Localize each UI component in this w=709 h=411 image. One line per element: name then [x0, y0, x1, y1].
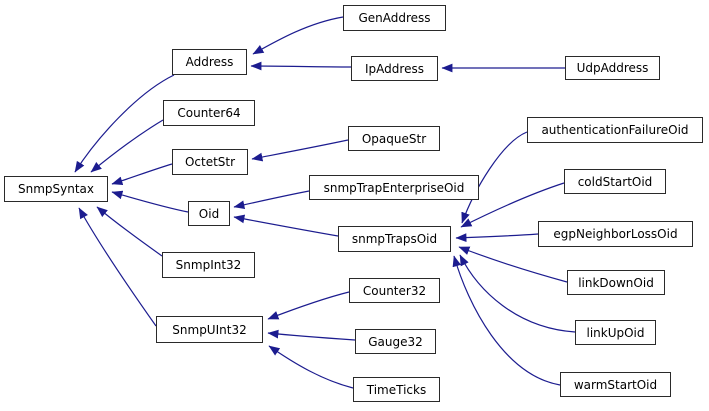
node-snmp-trap-enterprise-oid[interactable]: snmpTrapEnterpriseOid: [309, 175, 479, 200]
node-oid[interactable]: Oid: [188, 201, 230, 226]
node-cold-start-oid[interactable]: coldStartOid: [564, 169, 666, 194]
node-counter64[interactable]: Counter64: [163, 100, 255, 126]
edge-counter32-to-snmpuint32: [267, 291, 350, 320]
node-counter32[interactable]: Counter32: [349, 278, 440, 303]
node-snmp-syntax[interactable]: SnmpSyntax: [4, 176, 108, 202]
node-snmp-traps-oid[interactable]: snmpTrapsOid: [338, 226, 451, 252]
node-ip-address[interactable]: IpAddress: [351, 56, 438, 81]
edge-warmstartoid-to-snmptrapsoid: [452, 255, 561, 386]
node-gen-address[interactable]: GenAddress: [343, 5, 446, 31]
node-link-down-oid[interactable]: linkDownOid: [567, 270, 665, 295]
edge-snmpint32-to-snmpsyntax: [96, 206, 163, 257]
edge-address-to-snmpsyntax: [74, 74, 175, 173]
edge-opaquestr-to-octetstr: [251, 139, 349, 162]
node-snmp-uint32[interactable]: SnmpUInt32: [156, 316, 263, 343]
edge-snmptrapsoid-to-oid: [233, 214, 339, 237]
node-octet-str[interactable]: OctetStr: [172, 149, 248, 175]
node-egp-neighbor-loss-oid[interactable]: egpNeighborLossOid: [538, 221, 693, 247]
node-time-ticks[interactable]: TimeTicks: [353, 377, 440, 402]
edge-linkdownoid-to-snmptrapsoid: [458, 246, 568, 283]
node-link-up-oid[interactable]: linkUpOid: [575, 320, 656, 345]
node-authentication-failure-oid[interactable]: authenticationFailureOid: [527, 117, 703, 143]
node-gauge32[interactable]: Gauge32: [355, 329, 436, 354]
edge-snmptrapenterpriseoid-to-oid: [233, 190, 310, 210]
edge-octetstr-to-snmpsyntax: [111, 163, 173, 186]
node-snmp-int32[interactable]: SnmpInt32: [162, 252, 255, 278]
edge-ipaddress-to-address: [250, 61, 352, 71]
edge-snmpuint32-to-snmpsyntax: [78, 207, 157, 327]
node-warm-start-oid[interactable]: warmStartOid: [560, 372, 671, 397]
edge-coldstartoid-to-snmptrapsoid: [460, 182, 565, 228]
edge-genaddress-to-address: [252, 16, 344, 55]
edge-egpneighborlossoid-to-snmptrapsoid: [455, 233, 539, 242]
edge-linkupoid-to-snmptrapsoid: [459, 254, 576, 333]
node-udp-address[interactable]: UdpAddress: [565, 56, 660, 80]
node-opaque-str[interactable]: OpaqueStr: [348, 126, 440, 151]
edge-oid-to-snmpsyntax: [111, 190, 189, 213]
node-address[interactable]: Address: [172, 49, 247, 75]
edge-timeticks-to-snmpuint32: [268, 345, 354, 389]
edge-gauge32-to-snmpuint32: [267, 329, 356, 341]
edge-authenticationfailureoid-to-snmptrapsoid: [461, 131, 528, 224]
edge-counter64-to-snmpsyntax: [90, 119, 164, 173]
